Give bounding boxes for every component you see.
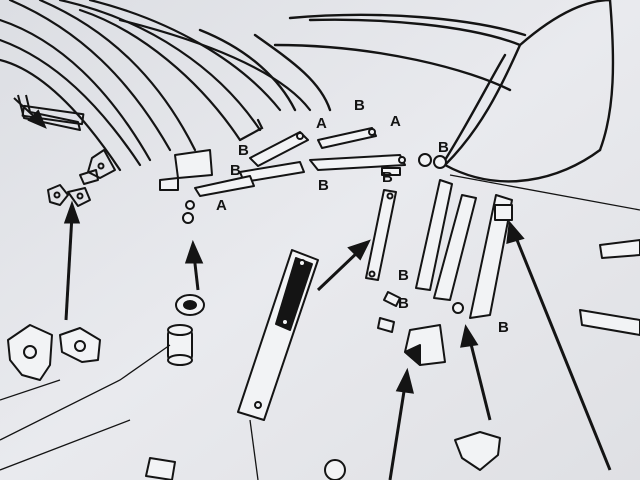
vertical-bars (365, 179, 513, 319)
callout-b-row-2: B (230, 162, 241, 179)
thin-leaders (0, 174, 640, 480)
support-bracket (377, 291, 464, 366)
washer-and-pivot (167, 200, 205, 366)
callout-a-top-left: A (316, 115, 327, 132)
linkage-arms (159, 127, 447, 197)
top-frame-bows (0, 0, 312, 172)
callout-b-row-1: B (238, 142, 249, 159)
flat-strap (237, 249, 319, 421)
callout-b-top-center: B (354, 97, 365, 114)
leader-arrows (13, 97, 612, 480)
callout-a-lower: A (216, 197, 227, 214)
windshield-frame (198, 0, 615, 183)
right-strips (494, 204, 640, 336)
callout-b-mid: B (382, 169, 393, 186)
callout-b-upper-right: B (438, 139, 449, 156)
callout-labels: A B A B B B B B B A B B (216, 97, 509, 336)
callout-a-top-right: A (390, 113, 401, 130)
bottom-small-parts (145, 431, 501, 480)
callout-b-lower-left: B (398, 295, 409, 312)
callout-b-lower-right: B (498, 319, 509, 336)
hinge-plates (7, 324, 101, 381)
callout-b-row-3: B (318, 177, 329, 194)
callout-b-right: B (398, 267, 409, 284)
left-brackets (17, 94, 116, 207)
